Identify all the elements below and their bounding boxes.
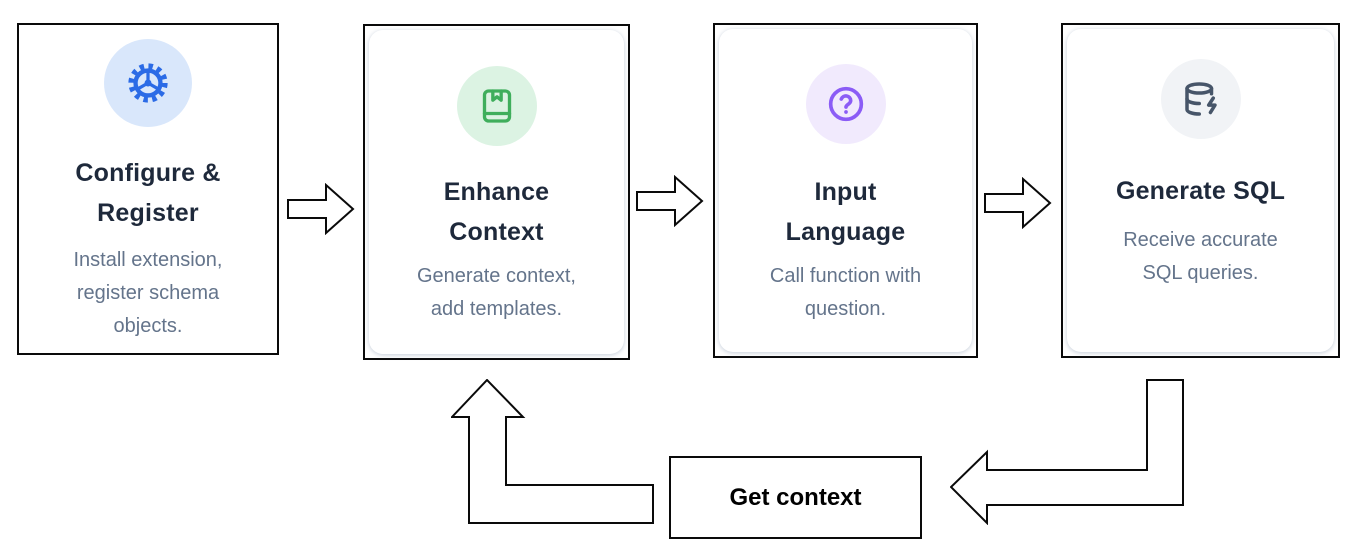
step-description: Generate context, add templates. [417,265,576,320]
step-title: Configure & Register [75,159,221,227]
gear-icon [104,39,192,127]
step-card-configure-register: Configure & Register Install extension, … [17,23,279,355]
get-context-box: Get context [669,456,922,539]
step-card-input-language: Input Language Call function with questi… [713,23,978,358]
arrow-right-icon [984,177,1052,229]
arrow-left-up-elbow-icon [451,379,654,524]
step-card-enhance-context: Enhance Context Generate context, add te… [363,24,630,360]
step-title: Input Language [785,178,906,246]
step-card-surface: Configure & Register Install extension, … [21,27,275,351]
question-circle-icon [805,64,886,144]
book-marked-icon [456,66,537,146]
step-description: Install extension, register schema objec… [73,249,223,337]
step-card-surface: Generate SQL Receive accurate SQL querie… [1067,29,1334,352]
step-title: Generate SQL [1115,177,1286,205]
arrow-right-icon [636,175,704,227]
arrow-right-icon [287,183,355,235]
step-card-surface: Enhance Context Generate context, add te… [369,30,624,354]
step-title: Enhance Context [443,178,550,246]
step-card-surface: Input Language Call function with questi… [719,29,972,352]
database-zap-icon [1160,59,1241,139]
arrow-down-left-elbow-icon [950,379,1184,525]
step-description: Receive accurate SQL queries. [1123,229,1278,284]
step-description: Call function with question. [769,265,922,320]
get-context-label: Get context [729,483,862,511]
step-card-generate-sql: Generate SQL Receive accurate SQL querie… [1061,23,1340,358]
